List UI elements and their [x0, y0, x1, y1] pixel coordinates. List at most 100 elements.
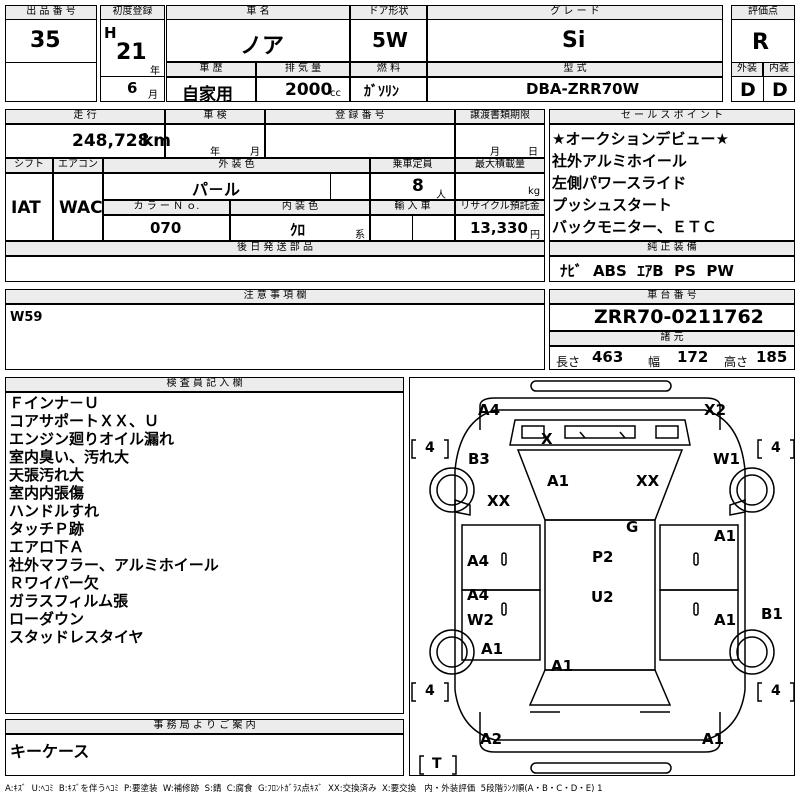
first-reg-divider	[100, 76, 165, 77]
inspector-item: スタッドレスタイヤ	[9, 628, 144, 646]
inspector-item: 天張汚れ大	[9, 466, 85, 484]
inspector-cell	[5, 392, 404, 714]
door-handle	[693, 552, 699, 566]
inspector-label: 検 査 員 記 入 欄	[5, 377, 404, 392]
inspector-item: 室内内張傷	[9, 484, 85, 502]
tire-rear-right	[729, 629, 775, 675]
ext-color: パ－ル	[192, 180, 241, 199]
max-load-unit: kg	[528, 186, 541, 197]
width: 172	[677, 348, 709, 366]
int-color-unit: 系	[355, 230, 365, 241]
damage-mark: P2	[592, 548, 614, 566]
wiper-right	[579, 431, 626, 439]
damage-mark: W2	[467, 611, 494, 629]
fuel-label: 燃 料	[350, 62, 427, 77]
equipment-label: 純 正 装 備	[549, 241, 795, 256]
mileage-label: 走 行	[5, 109, 165, 124]
fuel-cell	[350, 77, 427, 102]
notes-label: 注 意 事 項 欄	[5, 289, 545, 304]
capacity-label: 乗車定員	[370, 158, 455, 173]
front-bumper-bar	[530, 380, 672, 392]
inspector-item: タッチＰ跡	[9, 520, 85, 538]
max-load-cell	[455, 173, 545, 200]
inspector-item: ハンドルすれ	[9, 502, 100, 520]
door-handle	[501, 602, 507, 616]
damage-mark: B3	[468, 450, 490, 468]
damage-mark: W1	[713, 450, 740, 468]
inspector-item: 室内臭い、汚れ大	[9, 448, 130, 466]
legend: A:ｷｽﾞ U:ﾍｺﾐ B:ｷｽﾞを伴うﾍｺﾐ P:要塗装 W:補修跡 S:錆 …	[5, 784, 603, 794]
first-reg-month: 6	[127, 79, 138, 97]
length-label: 長さ	[556, 355, 581, 369]
shift-label: シフト	[5, 158, 53, 173]
tire-label: 4	[425, 683, 435, 699]
transfer-day-unit: 日	[528, 147, 538, 158]
model: DBA-ZRR70W	[526, 80, 640, 98]
mirror-left	[454, 498, 471, 516]
transfer-cell	[455, 124, 545, 158]
tire-box-spare	[419, 755, 457, 775]
height: 185	[756, 348, 788, 366]
transfer-month-unit: 月	[490, 147, 500, 158]
notes: W59	[10, 310, 43, 325]
spec-cell	[549, 346, 795, 370]
displacement-cell	[256, 77, 350, 102]
shift-cell	[5, 173, 53, 241]
door-handle	[693, 602, 699, 616]
reg-no-label: 登 録 番 号	[265, 109, 455, 124]
import-label: 輸 入 車	[370, 200, 455, 215]
car-diagram-frame	[409, 377, 795, 776]
inspector-item: 社外マフラー、アルミホイール	[9, 556, 219, 574]
first-reg-year: 21	[116, 40, 147, 65]
inspector-item: コアサポートＸＸ、Ｕ	[9, 412, 160, 430]
damage-mark: A1	[547, 472, 570, 490]
damage-mark: A1	[714, 527, 737, 545]
aircon-label: エアコン	[53, 158, 103, 173]
damage-mark: B1	[761, 605, 783, 623]
doors: 5W	[372, 28, 408, 52]
car-diagram	[411, 380, 795, 775]
import-divider	[412, 215, 413, 241]
int-color-label: 内 装 色	[230, 200, 370, 215]
office-label: 事 務 局 よ り ご 案 内	[5, 719, 404, 734]
sales-points-list: ★オークションデビュー★ 社外アルミホイール 左側パワースライド プッシュスター…	[552, 128, 729, 238]
left-rear-door	[461, 589, 541, 661]
damage-mark: X2	[704, 401, 727, 419]
damage-mark: G	[626, 518, 639, 536]
aircon: WAC	[59, 198, 103, 218]
tire-label: T	[432, 756, 442, 772]
rear-bumper-bar	[530, 762, 672, 774]
model-cell	[427, 77, 723, 102]
capacity-cell	[370, 173, 455, 200]
tire-box-fl	[411, 439, 449, 459]
car-name-label: 車 名	[166, 5, 350, 20]
length: 463	[592, 348, 624, 366]
model-label: 型 式	[427, 62, 723, 77]
equipment-cell	[549, 256, 795, 282]
damage-mark: XX	[636, 472, 660, 490]
displacement: 2000	[285, 80, 333, 100]
sales-point-item: 社外アルミホイール	[552, 152, 687, 170]
right-rear-door	[659, 589, 739, 661]
ext-color-divider	[330, 173, 331, 200]
sales-point-item: ★オークションデビュー★	[552, 130, 729, 148]
history-label: 車 歴	[166, 62, 256, 77]
reg-no-cell	[265, 124, 455, 158]
capacity-unit: 人	[436, 190, 446, 201]
car-name: ノア	[240, 34, 285, 59]
inspector-list: Ｆインナ－Ｕ コアサポートＸＸ、Ｕ エンジン廻りオイル漏れ 室内臭い、汚れ大 天…	[9, 394, 219, 646]
damage-mark: A4	[478, 401, 501, 419]
damage-mark: A2	[480, 730, 503, 748]
month-unit: 月	[148, 90, 158, 101]
chassis-label: 車 台 番 号	[549, 289, 795, 304]
damage-mark: U2	[591, 588, 614, 606]
inspection-year-unit: 年	[210, 147, 220, 158]
transfer-label: 譲渡書類期限	[455, 109, 545, 124]
lot-number: 35	[30, 28, 61, 53]
sales-point-item: 左側パワースライド	[552, 174, 687, 192]
tire-front-left	[429, 467, 475, 513]
mileage-unit: km	[142, 131, 172, 151]
office: キーケース	[10, 742, 90, 761]
tire-label: 4	[771, 683, 781, 699]
int-color: ｸﾛ	[290, 221, 306, 239]
